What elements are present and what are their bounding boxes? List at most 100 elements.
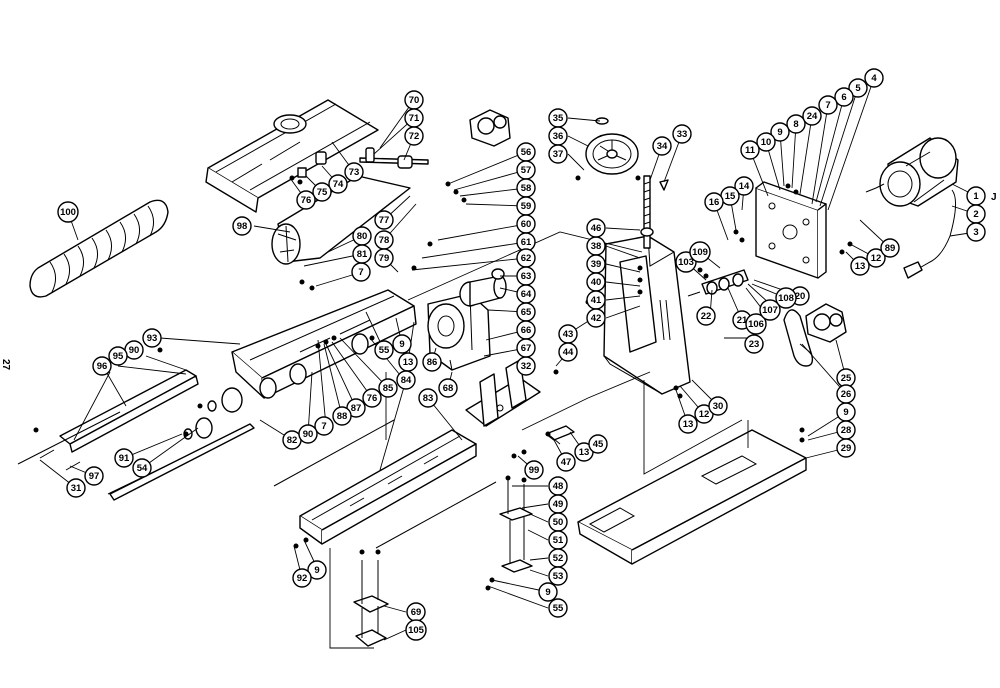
callout-29: 29 [836, 438, 856, 458]
callout-8: 8 [786, 114, 806, 134]
callout-circle [57, 201, 79, 223]
callout-circle [586, 218, 606, 238]
callout-number: 21 [737, 315, 748, 326]
callout-93: 93 [142, 328, 162, 348]
callout-85: 85 [378, 378, 398, 398]
callout-number: 34 [657, 141, 668, 152]
callout-circle [775, 287, 797, 309]
callout-number: 33 [677, 129, 688, 140]
callout-circle [84, 466, 104, 486]
callout-number: 71 [409, 113, 420, 124]
callout-75: 75 [312, 182, 332, 202]
callout-number: 96 [97, 361, 108, 372]
callout-circle [362, 388, 382, 408]
callout-number: 103 [678, 257, 694, 268]
callout-number: 79 [379, 253, 390, 264]
callout-number: 8 [793, 119, 798, 130]
base-platform-part [577, 429, 807, 565]
callout-number: 107 [762, 305, 778, 316]
callout-55: 55 [548, 598, 568, 618]
callout-76: 76 [296, 190, 316, 210]
callout-59: 59 [516, 196, 536, 216]
callout-number: 60 [521, 219, 532, 230]
callout-circle [418, 388, 438, 408]
callout-number: 109 [692, 247, 708, 258]
small-bracket-part [545, 425, 575, 441]
callout-23: 23 [744, 334, 764, 354]
callout-number: 9 [777, 127, 782, 138]
drive-shaft-part [687, 269, 749, 297]
callout-69: 69 [406, 602, 426, 622]
callout-number: 72 [409, 131, 420, 142]
callout-circle [696, 306, 716, 326]
callout-circle [734, 176, 754, 196]
callout-circle [332, 406, 352, 426]
callout-number: 81 [357, 249, 368, 260]
callout-circle [745, 313, 767, 335]
callout-7: 7 [314, 416, 334, 436]
callout-53: 53 [548, 566, 568, 586]
lower-bracket-part [353, 560, 389, 647]
callout-number: 6 [841, 92, 846, 103]
callout-89: 89 [880, 238, 900, 258]
callout-98: 98 [232, 216, 252, 236]
callout-number: 9 [314, 565, 319, 576]
callout-circle [314, 416, 334, 436]
callout-number: 23 [749, 339, 760, 350]
callout-84: 84 [396, 370, 416, 390]
callout-circle [298, 424, 318, 444]
callout-72: 72 [404, 126, 424, 146]
callout-circle [232, 216, 252, 236]
callout-number: 45 [593, 439, 604, 450]
callout-number: 53 [553, 571, 564, 582]
callout-13: 13 [678, 414, 698, 434]
callout-71: 71 [404, 108, 424, 128]
edge-mark-left: 27 [0, 359, 11, 371]
callout-number: 67 [521, 343, 532, 354]
adjuster-bracket-part [499, 480, 533, 573]
callout-number: 108 [778, 293, 794, 304]
callout-circle [378, 378, 398, 398]
callout-circle [786, 114, 806, 134]
callout-28: 28 [836, 420, 856, 440]
callout-number: 31 [71, 483, 82, 494]
callout-number: 15 [725, 191, 736, 202]
callout-4: 4 [864, 68, 884, 88]
rod-part [375, 481, 497, 549]
callout-circle [516, 338, 536, 358]
callout-number: 52 [553, 553, 564, 564]
callout-66: 66 [516, 320, 536, 340]
callout-number: 74 [333, 179, 344, 190]
callout-circle [374, 210, 394, 230]
callout-circle [374, 340, 394, 360]
callout-number: 75 [317, 187, 328, 198]
belt-part [783, 309, 814, 367]
callout-number: 90 [303, 429, 314, 440]
lead-screw-part [640, 175, 669, 249]
callout-45: 45 [588, 434, 608, 454]
callout-32: 32 [516, 356, 536, 376]
callout-92: 92 [292, 568, 312, 588]
edge-mark-right: J [991, 192, 997, 203]
callout-33: 33 [672, 124, 692, 144]
assembly-line [407, 231, 643, 301]
callout-circle [548, 598, 568, 618]
callout-3: 3 [966, 222, 986, 242]
callout-73: 73 [344, 162, 364, 182]
callout-circle [548, 566, 568, 586]
callout-52: 52 [548, 548, 568, 568]
callout-circle [396, 370, 416, 390]
assembly-line [329, 548, 374, 649]
dust-cover-part [205, 99, 379, 213]
motor-plate-part [755, 181, 827, 279]
callout-number: 92 [297, 573, 308, 584]
callout-number: 56 [521, 147, 532, 158]
callout-2: 2 [966, 204, 986, 224]
callout-circle [312, 182, 332, 202]
callout-number: 28 [841, 425, 852, 436]
callout-number: 39 [591, 259, 602, 270]
callout-56: 56 [516, 142, 536, 162]
callout-number: 97 [89, 471, 100, 482]
leader-lines [39, 77, 977, 641]
callout-26: 26 [836, 384, 856, 404]
